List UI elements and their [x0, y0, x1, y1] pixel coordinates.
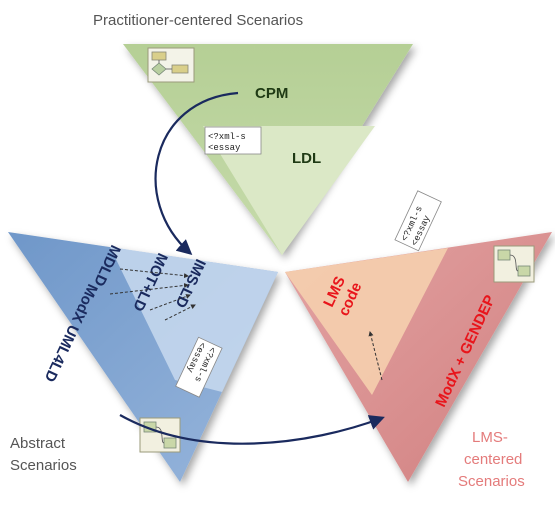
practitioner-caption: Practitioner-centered Scenarios — [93, 12, 303, 29]
arrow-modx-to-gendep — [119, 414, 385, 445]
lms-triangle: LMS code ModX + GENDEP <?xml-s <essay — [285, 190, 552, 482]
cpm-label: CPM — [255, 85, 288, 102]
dashed-arrow-to-lms-code — [368, 331, 383, 381]
lms-caption-line3: Scenarios — [458, 473, 525, 490]
arrow-cpm-to-ims-ld — [154, 91, 239, 256]
lms-caption-line2: centered — [464, 451, 522, 468]
ldl-label: LDL — [292, 150, 321, 167]
ldl-region — [203, 126, 375, 255]
ims-ld-region — [110, 247, 278, 392]
right-xml-snippet: <?xml-s <essay — [394, 190, 442, 252]
svg-text:<?xml-s: <?xml-s — [208, 132, 246, 142]
lms-caption-line1: LMS- — [472, 429, 508, 446]
flowchart-icon — [147, 47, 195, 83]
abstract-caption-line2: Scenarios — [10, 457, 77, 474]
practitioner-triangle: CPM LDL <?xml-s <essay — [123, 44, 413, 255]
lms-code-region — [285, 248, 448, 395]
xml-snippet: <?xml-s <essay — [204, 126, 262, 155]
diagram-icon — [493, 245, 535, 283]
dashed-arrows-to-ims-ld — [109, 268, 196, 321]
svg-text:<essay: <essay — [208, 143, 241, 153]
abstract-triangle: MDLD ModX UML4LD MOT+LD IMS-LD <?xml-s <… — [8, 232, 278, 482]
abstract-caption-line1: Abstract — [10, 435, 66, 452]
